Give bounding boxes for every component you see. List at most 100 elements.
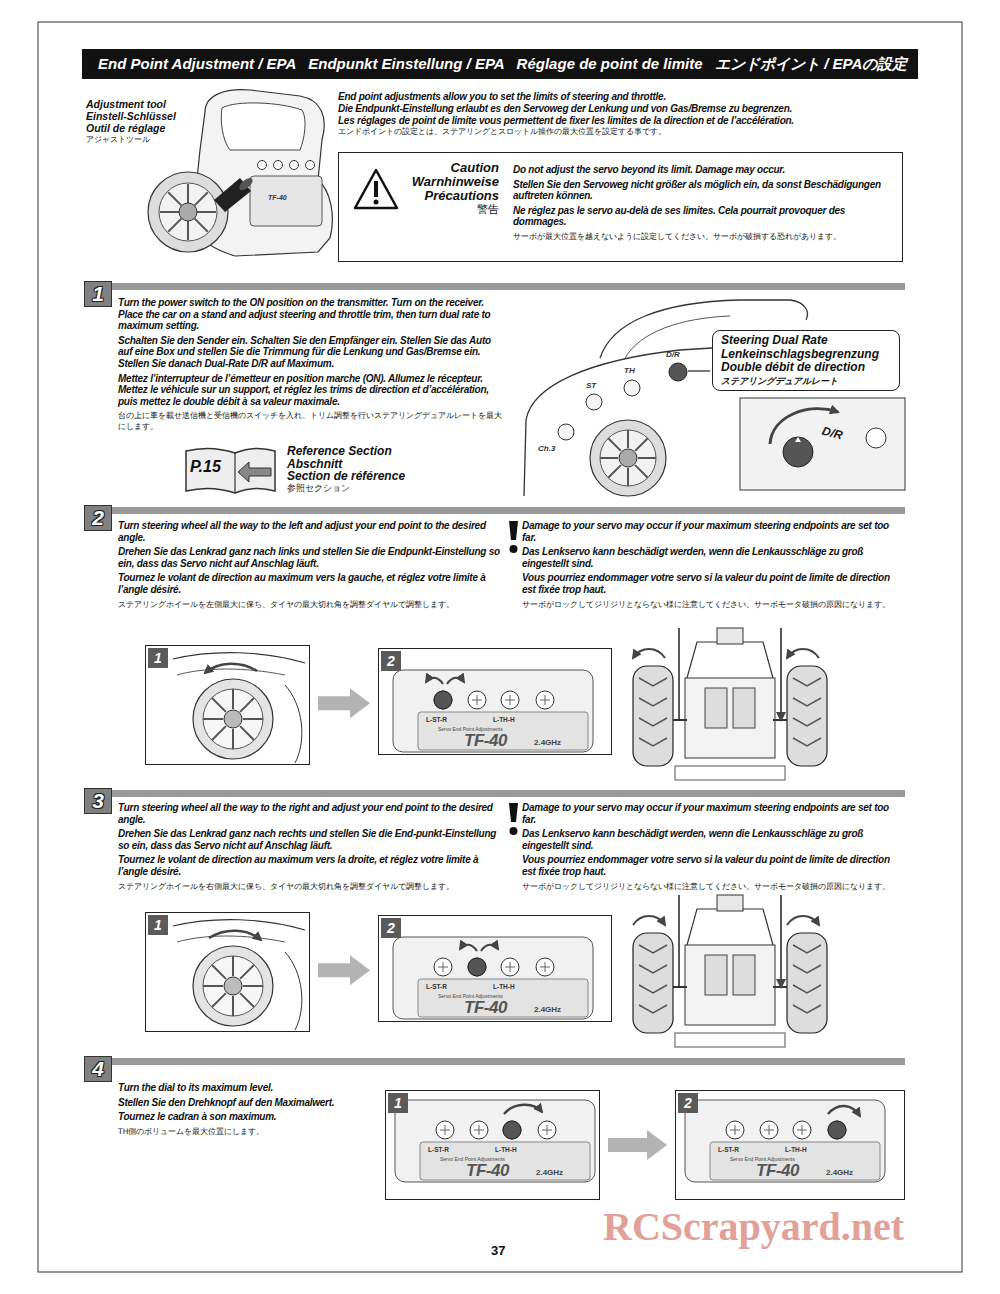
page-reference: P.15 (190, 458, 221, 476)
step-text-group: Turn steering wheel all the way to the l… (118, 520, 503, 613)
step-text-group: Turn the power switch to the ON position… (118, 297, 503, 435)
knob-label: Ch.3 (538, 444, 555, 453)
step2-figures (633, 628, 827, 780)
warning-text: Damage to your servo may occur if your m… (522, 520, 905, 543)
step3-figures (633, 895, 827, 1047)
model-name: TF-40 (756, 1161, 799, 1181)
reference-book: P.15 (183, 443, 278, 495)
callout-text: Steering Dual Rate (721, 334, 891, 348)
warning-text: Das Lenkservo kann beschädigt werden, we… (522, 546, 905, 569)
step-text: Turn the dial to its maximum level. (118, 1082, 380, 1094)
book-arrow (238, 462, 271, 482)
step2-figures (393, 670, 593, 752)
title-bar: End Point Adjustment / EPA Endpunkt Eins… (82, 49, 918, 79)
caution-text: Do not adjust the servo beyond its limit… (513, 164, 894, 176)
band-label: 2.4GHz (534, 1005, 561, 1014)
dial-label: L-TH-H (495, 1146, 517, 1153)
caution-heading: Warnhinweise (403, 175, 499, 189)
step-bar (84, 507, 905, 514)
caution-heading: Précautions (403, 189, 499, 203)
warning-icon (509, 803, 518, 822)
caution-text: Ne réglez pas le servo au-delà de ses li… (513, 205, 894, 228)
model-name: TF-40 (268, 194, 287, 201)
transmitter-side-drawing (866, 428, 886, 448)
callout-text: Lenkeinschlagsbegrenzung (721, 348, 891, 362)
dial-label: L-ST-R (428, 1146, 449, 1153)
step-number: 2 (85, 506, 111, 530)
model-name: TF-40 (464, 998, 507, 1018)
band-label: 2.4GHz (534, 738, 561, 747)
figure-frame: 1 (145, 645, 310, 765)
step3-figures (460, 945, 477, 951)
transmitter-side-drawing (795, 437, 801, 442)
step2-figures (205, 664, 257, 673)
tool-label: Adjustment tool (86, 98, 236, 110)
step3-figures (679, 895, 781, 987)
band-label: 2.4GHz (536, 1168, 563, 1177)
knob-label: TH (624, 366, 635, 375)
transmitter-side-drawing (524, 300, 905, 496)
page-number: 37 (491, 1243, 505, 1258)
step3-figures (787, 916, 819, 925)
step-text: Drehen Sie das Lenkrad ganz nach rechts … (118, 828, 503, 851)
step-badge: 3 (84, 788, 112, 814)
step-arrow (318, 688, 370, 718)
step3-figures (209, 931, 261, 940)
step-text: TH側のボリュームを最大位置にします。 (118, 1126, 380, 1137)
step2-figures (173, 628, 827, 780)
book-icon (234, 453, 235, 493)
step4-figures (828, 1121, 846, 1139)
step-text: Schalten Sie den Sender ein. Schalten Si… (118, 335, 503, 370)
step4-figures (504, 1105, 542, 1114)
caution-header: CautionWarnhinweisePrécautions警告 (353, 161, 499, 255)
step-text: Tournez le volant de direction au maximu… (118, 572, 503, 595)
warning-text: Das Lenkservo kann beschädigt werden, we… (522, 828, 905, 851)
transmitter-drawing (250, 176, 322, 226)
figure-number: 2 (381, 651, 401, 671)
step-text: Drehen Sie das Lenkrad ganz nach links u… (118, 546, 503, 569)
step-text: ステアリングホイールを左側最大に保ち、タイヤの最大切れ角を調整ダイヤルで調整しま… (118, 599, 503, 610)
step2-figures (426, 678, 443, 684)
dial-label: L-ST-R (426, 716, 447, 723)
warning-text-group: Damage to your servo may occur if your m… (522, 802, 905, 895)
step2-figures (447, 678, 464, 684)
step-badge: 2 (84, 505, 112, 531)
reference-label-group: Reference SectionAbschnittSection de réf… (287, 445, 487, 494)
step-text: Stellen Sie den Drehknopf auf den Maxima… (118, 1097, 380, 1109)
figure-number: 2 (381, 918, 401, 938)
transmitter-drawing (290, 161, 299, 170)
step-badge: 1 (84, 281, 112, 307)
page-border (38, 22, 962, 1272)
warning-text: Vous pourriez endommager votre servo si … (522, 854, 905, 877)
transmitter-drawing (148, 172, 228, 252)
transmitter-side-drawing (619, 449, 637, 467)
reference-label: Abschnitt (287, 458, 487, 471)
figure-frame: 1 (385, 1090, 600, 1200)
model-name: TF-40 (466, 1161, 509, 1181)
warning-triangle (374, 181, 378, 197)
transmitter-drawing (179, 203, 197, 221)
warning-text: Vous pourriez endommager votre servo si … (522, 572, 905, 595)
transmitter-side-drawing (590, 420, 666, 496)
step2-figures (633, 649, 665, 658)
warning-text: Damage to your servo may occur if your m… (522, 802, 905, 825)
transmitter-side-drawing (783, 437, 813, 467)
model-name: TF-40 (464, 731, 507, 751)
band-label: 2.4GHz (826, 1168, 853, 1177)
transmitter-drawing (159, 183, 217, 241)
step-arrow (318, 955, 370, 985)
caution-heading: 警告 (403, 203, 499, 217)
transmitter-drawing (160, 184, 216, 240)
reference-label: Reference Section (287, 445, 487, 458)
figure-frame: 1 (145, 912, 310, 1032)
step-arrow (608, 1130, 667, 1160)
step-bar (84, 283, 905, 290)
intro-text: Die Endpunkt-Einstellung erlaubt es den … (338, 103, 913, 115)
step-text: ステアリングホイールを右側最大に保ち、タイヤの最大切れ角を調整ダイヤルで調整しま… (118, 881, 503, 892)
warning-text-group: Damage to your servo may occur if your m… (522, 520, 905, 613)
step2-figures (393, 670, 593, 752)
step2-figures (679, 628, 781, 720)
warning-icon (510, 827, 518, 835)
step4-figures (685, 1100, 885, 1182)
intro-text: Les réglages de point de limite vous per… (338, 115, 913, 127)
